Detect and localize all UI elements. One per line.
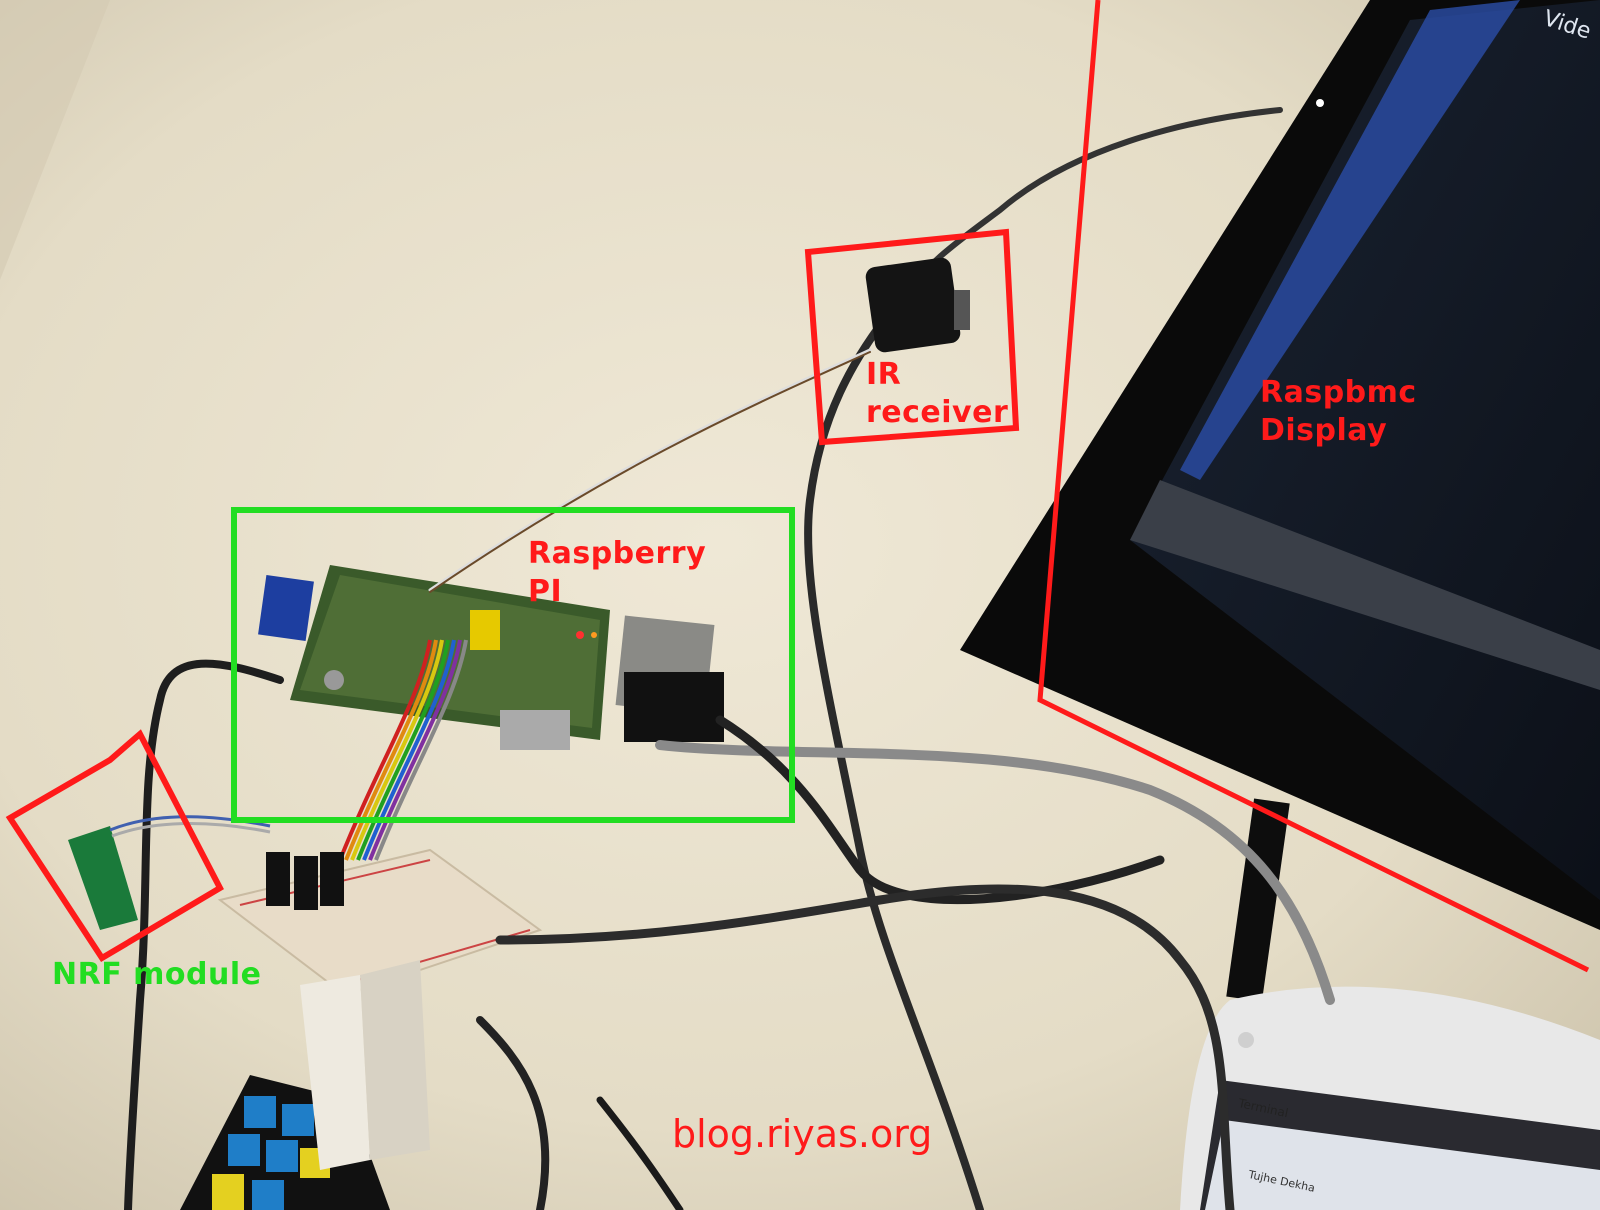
jumper-headers xyxy=(266,852,344,910)
laptop xyxy=(1180,986,1600,1210)
monitor-screen xyxy=(1130,0,1600,900)
display-outline xyxy=(1037,0,1590,973)
raspberry-pi-highlight-box xyxy=(231,507,795,823)
cables xyxy=(124,107,1335,1210)
wall-corner-shadow xyxy=(0,0,110,280)
ir-receiver-sensor xyxy=(865,257,970,353)
ir-receiver-highlight-box xyxy=(804,228,1020,446)
monitor xyxy=(960,0,1600,1002)
label-raspberry-pi: Raspberry PI xyxy=(528,536,707,609)
watermark: blog.riyas.org xyxy=(672,1112,933,1156)
label-nrf-module: NRF module xyxy=(52,957,262,992)
nrf-module-highlight-box xyxy=(5,729,224,963)
label-ir-receiver: IR receiver xyxy=(866,357,1009,430)
ribbon-cable xyxy=(338,639,468,861)
label-raspbmc-display: Raspbmc Display xyxy=(1260,375,1417,448)
breadboard xyxy=(217,848,543,1170)
